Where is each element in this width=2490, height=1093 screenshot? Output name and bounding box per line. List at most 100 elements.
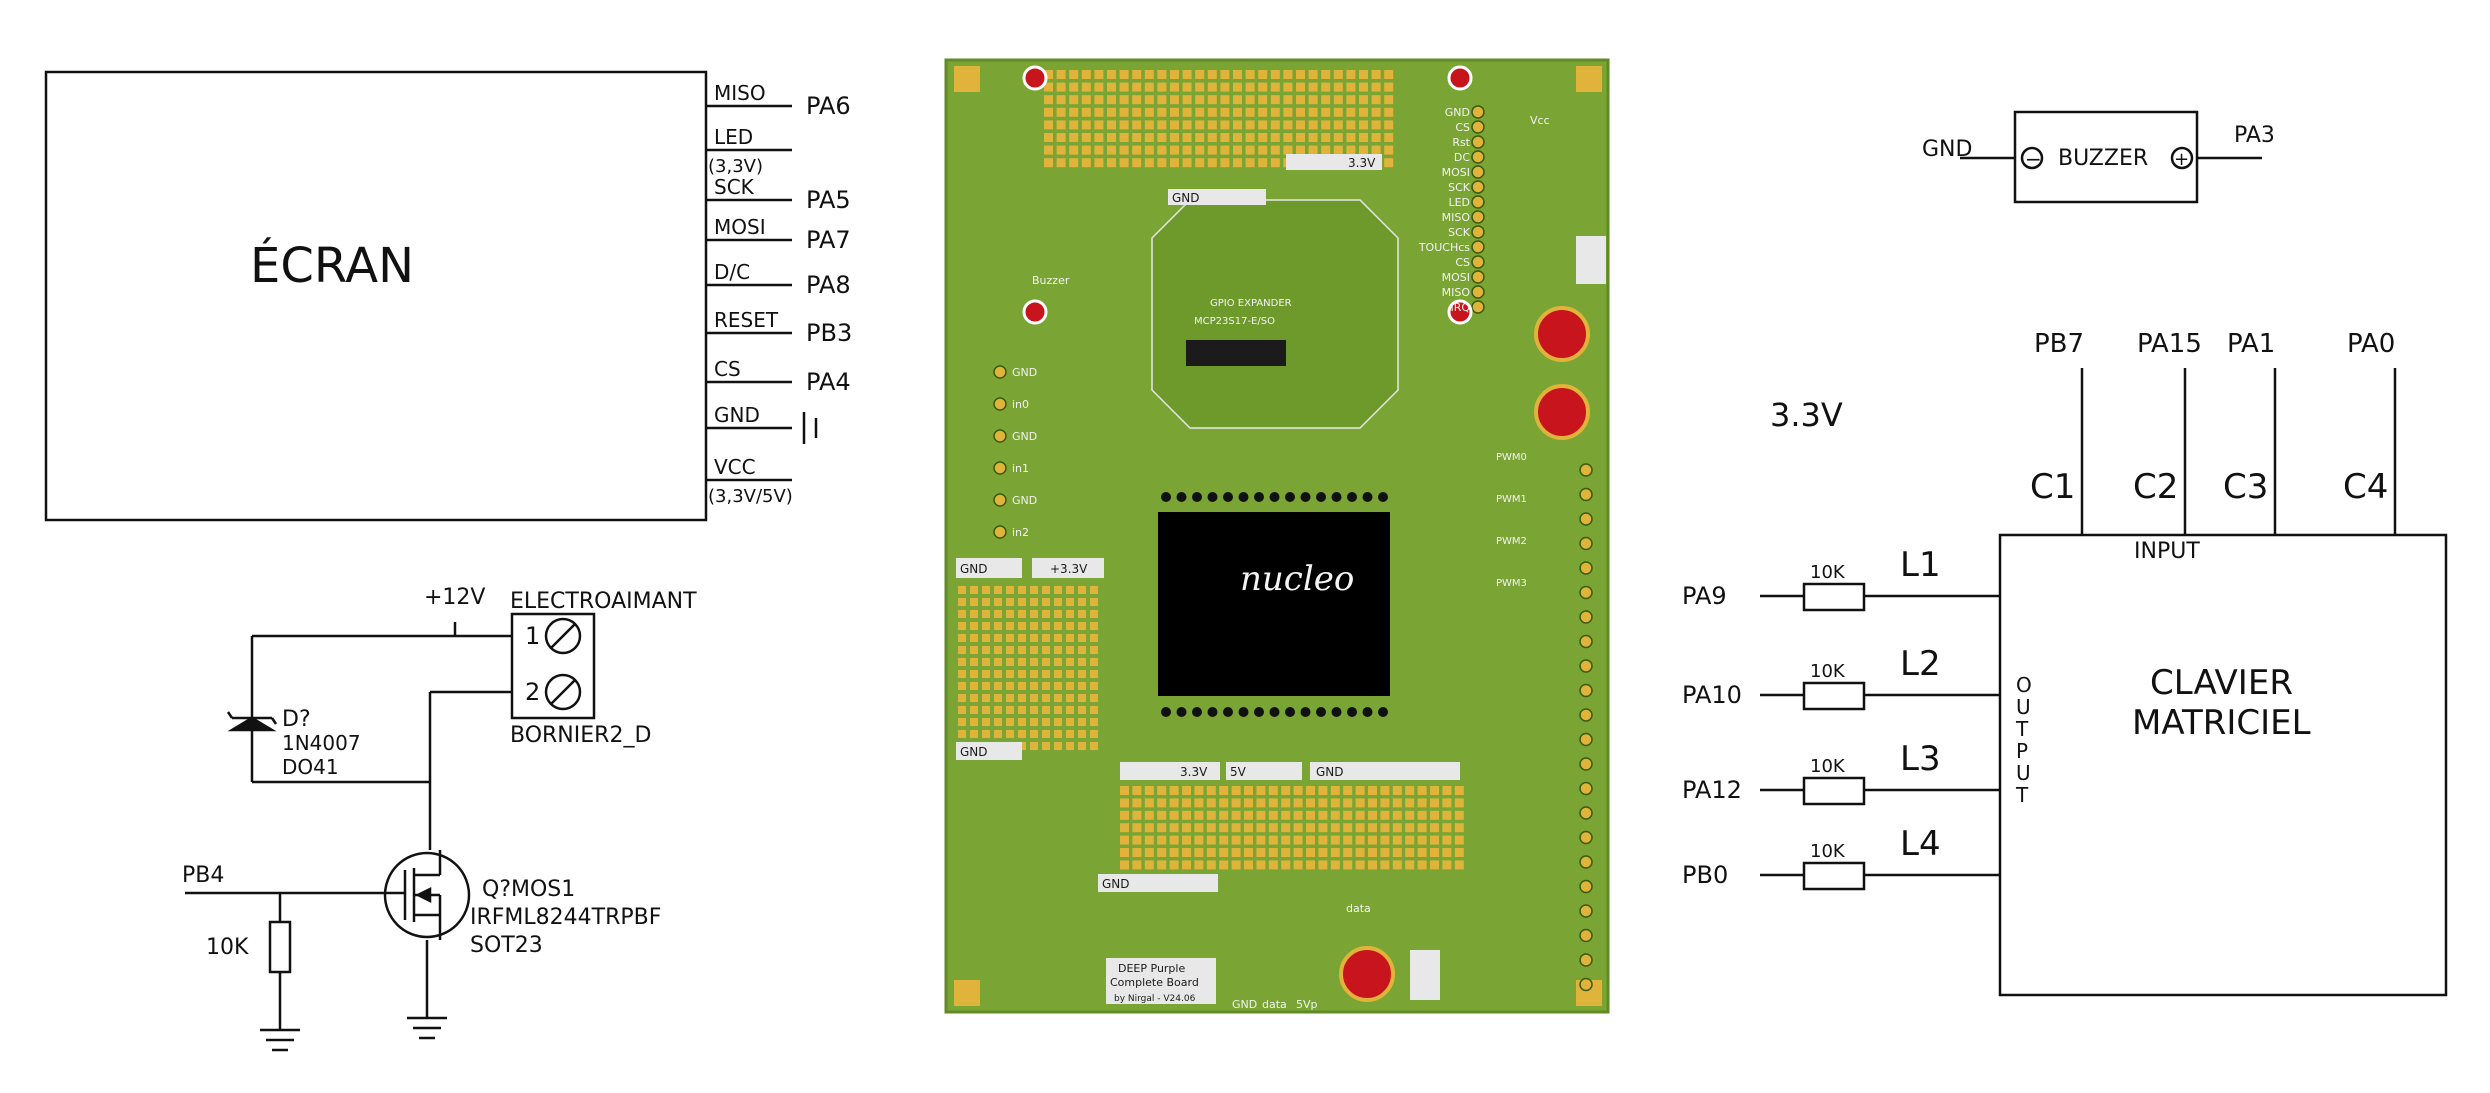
proto-pad (1380, 823, 1390, 833)
proto-pad (1018, 718, 1026, 726)
proto-pad (1283, 107, 1293, 117)
proto-pad (1006, 706, 1014, 714)
proto-pad (1006, 598, 1014, 606)
screen-pin-label: MOSI (714, 215, 766, 239)
proto-pad (1308, 70, 1318, 79)
proto-pad (1018, 670, 1026, 678)
screen-title: ÉCRAN (250, 237, 414, 294)
proto-pad (1195, 107, 1205, 117)
proto-pad (1346, 145, 1356, 155)
nucleo-pin (1300, 492, 1311, 502)
proto-pad (994, 670, 1002, 678)
proto-pad (970, 598, 978, 606)
proto-pad (1321, 145, 1331, 155)
proto-pad (1144, 82, 1154, 92)
proto-pad (1054, 742, 1062, 750)
proto-pad (1308, 95, 1318, 105)
proto-pad (1157, 848, 1167, 857)
proto-pad (1030, 586, 1038, 594)
proto-pad (1220, 107, 1230, 117)
proto-pad (1120, 798, 1129, 808)
proto-pad (1206, 848, 1216, 857)
header-pin (1579, 879, 1593, 894)
keypad-voltage: 3.3V (1770, 396, 1843, 434)
screen-block (44, 70, 708, 522)
proto-pad (1206, 860, 1216, 870)
screen-pin-signal: PA4 (806, 368, 851, 396)
proto-pad (1066, 718, 1074, 726)
proto-pad (1119, 107, 1129, 117)
proto-pad (982, 718, 990, 726)
proto-pad (1119, 70, 1129, 79)
proto-pad (1078, 694, 1086, 702)
nucleo-pin (1207, 492, 1218, 502)
proto-pad (982, 658, 990, 666)
proto-pad (1182, 70, 1192, 79)
proto-pad (1268, 798, 1278, 808)
proto-pad (1231, 786, 1241, 795)
proto-pad (970, 682, 978, 690)
proto-pad (1405, 810, 1415, 820)
pcb-tft-pin-label: CS (1455, 121, 1470, 134)
proto-pad (1090, 658, 1098, 666)
nucleo-pin (1238, 492, 1249, 502)
proto-pad (1078, 670, 1086, 678)
pcb-tft-pin-label: Rst (1452, 136, 1470, 149)
proto-pad (1355, 810, 1365, 820)
keypad-row-signal: PB0 (1682, 861, 1728, 889)
proto-pad (970, 730, 978, 738)
proto-pad (1081, 82, 1091, 92)
header-pin (1471, 225, 1485, 239)
proto-pad (1195, 120, 1205, 130)
proto-pad (958, 718, 966, 726)
proto-pad (1231, 848, 1241, 857)
header-pin (1579, 659, 1593, 673)
proto-pad (1207, 107, 1217, 117)
proto-pad (1044, 120, 1053, 130)
proto-pad (1078, 622, 1086, 630)
proto-pad (1042, 694, 1050, 702)
proto-pad (1090, 586, 1098, 594)
nucleo-pin (1347, 707, 1357, 717)
proto-pad (1006, 586, 1014, 594)
proto-pad (1258, 95, 1268, 105)
proto-pad (1256, 848, 1266, 857)
expander-zone (1151, 199, 1399, 429)
proto-pad (1090, 706, 1098, 714)
proto-pad (1270, 95, 1280, 105)
proto-pad (994, 646, 1002, 654)
proto-pad (1231, 810, 1241, 820)
proto-pad (1219, 848, 1229, 857)
proto-pad (1182, 860, 1191, 870)
proto-pad (1207, 145, 1217, 155)
proto-pad (1169, 835, 1179, 845)
proto-pad (982, 682, 990, 690)
proto-pad (970, 610, 978, 618)
proto-pad (1182, 848, 1191, 857)
proto-pad (1066, 598, 1074, 606)
proto-pad (1442, 810, 1452, 820)
proto-pad (1157, 835, 1167, 845)
proto-pad (1220, 133, 1230, 142)
proto-pad (1042, 718, 1050, 726)
connector-name: BORNIER2_D (510, 723, 651, 748)
proto-pad (1346, 82, 1356, 92)
nucleo-pin (1238, 707, 1249, 717)
led-red (1022, 65, 1048, 91)
proto-pad (1119, 82, 1129, 92)
proto-pad (1042, 646, 1050, 654)
proto-pad (1318, 786, 1328, 795)
pcb-pwm-label: PWM2 (1496, 536, 1527, 547)
proto-pad (1144, 158, 1154, 168)
proto-pad (1245, 133, 1255, 142)
proto-pad (1330, 798, 1340, 808)
header-pin (1471, 120, 1485, 134)
proto-pad (1157, 823, 1167, 833)
keypad-output-letter: O (2016, 673, 2032, 697)
proto-pad (1293, 835, 1303, 845)
proto-pad (1293, 786, 1303, 795)
proto-pad (1256, 835, 1266, 845)
